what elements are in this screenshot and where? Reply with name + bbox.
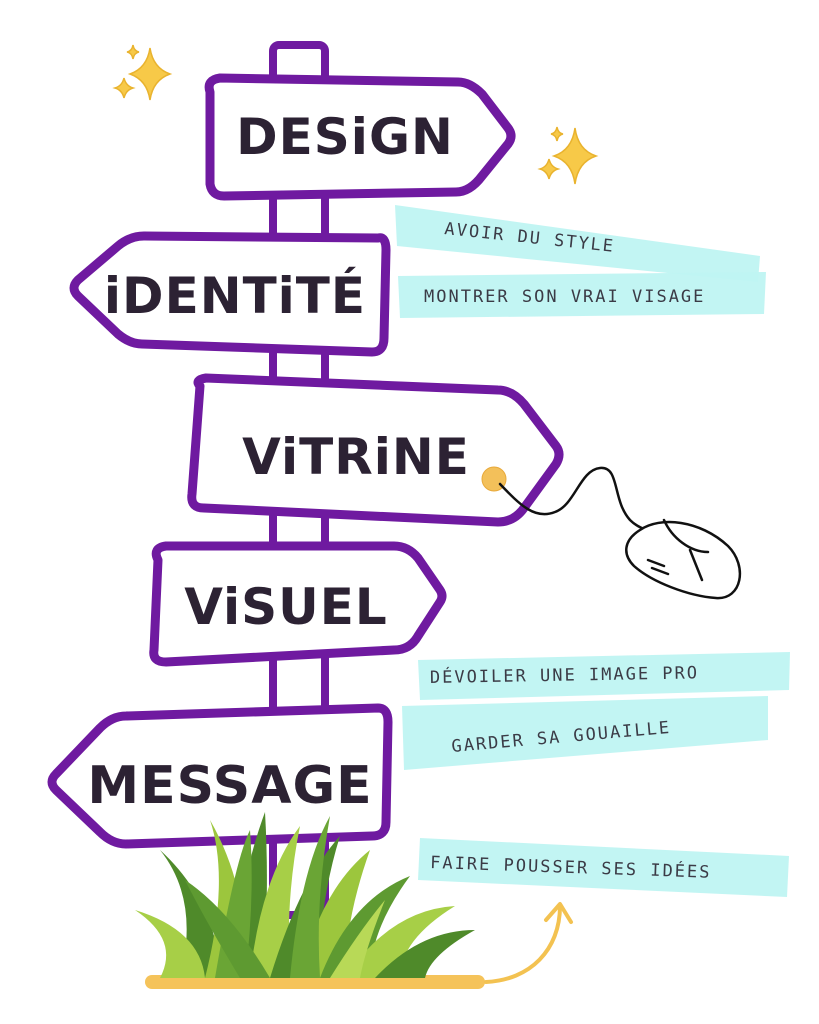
sparkle-icon bbox=[112, 44, 173, 101]
sparkle-icon bbox=[537, 126, 599, 185]
note-text: MONTRER SON VRAI VISAGE bbox=[424, 287, 705, 307]
note-highlights bbox=[395, 205, 790, 897]
sign-label: iDENTiTÉ bbox=[104, 266, 366, 325]
sign-label: MESSAGE bbox=[87, 756, 372, 816]
ground bbox=[145, 975, 485, 989]
curved-arrow-icon bbox=[484, 902, 573, 984]
sign-identite: iDENTiTÉ bbox=[69, 231, 391, 357]
sign-label: ViTRiNE bbox=[242, 428, 470, 486]
grass-icon bbox=[135, 812, 475, 978]
sign-vitrine: ViTRiNE bbox=[187, 373, 564, 527]
sign-message: MESSAGE bbox=[47, 703, 393, 849]
sign-visuel: ViSUEL bbox=[149, 541, 447, 667]
computer-mouse-icon bbox=[498, 466, 742, 600]
sign-label: DESiGN bbox=[236, 108, 454, 166]
sign-label: ViSUEL bbox=[184, 578, 388, 636]
sign-design: DESiGN bbox=[204, 73, 516, 201]
